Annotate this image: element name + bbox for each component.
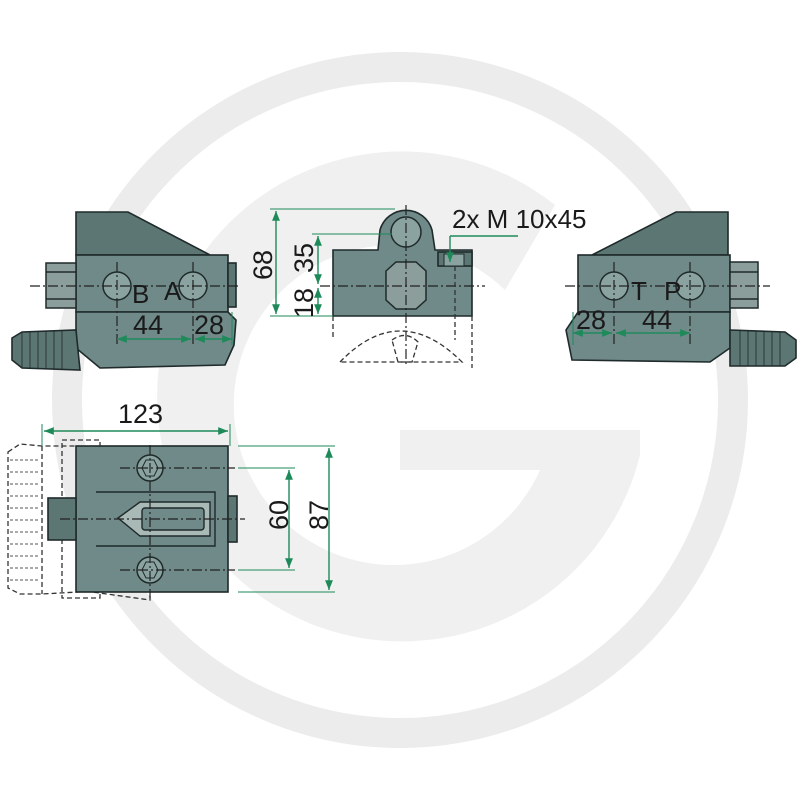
top-view: 123 60 87 [7,399,335,601]
dim-right-44: 44 [642,305,672,335]
dim-front-68: 68 [248,250,278,280]
right-side-view: T P 28 44 [565,211,797,367]
dim-front-35: 35 [289,243,319,273]
port-t-label: T [631,276,647,306]
dim-top-87: 87 [304,500,334,530]
dim-left-44: 44 [133,310,163,340]
left-side-view: B A 44 28 [11,211,240,371]
port-b-label: B [132,279,149,309]
dim-top-123: 123 [118,399,163,429]
dim-right-28: 28 [576,305,606,335]
watermark-logo [52,52,748,748]
dim-top-60: 60 [264,500,294,530]
dim-front-18: 18 [289,288,319,318]
right-nut [729,261,759,309]
port-a-label: A [164,276,182,306]
dim-left-28: 28 [194,310,224,340]
front-view: 68 35 18 2x M 10x45 [248,204,586,368]
port-p-label: P [664,276,681,306]
screw-note: 2x M 10x45 [452,204,586,234]
